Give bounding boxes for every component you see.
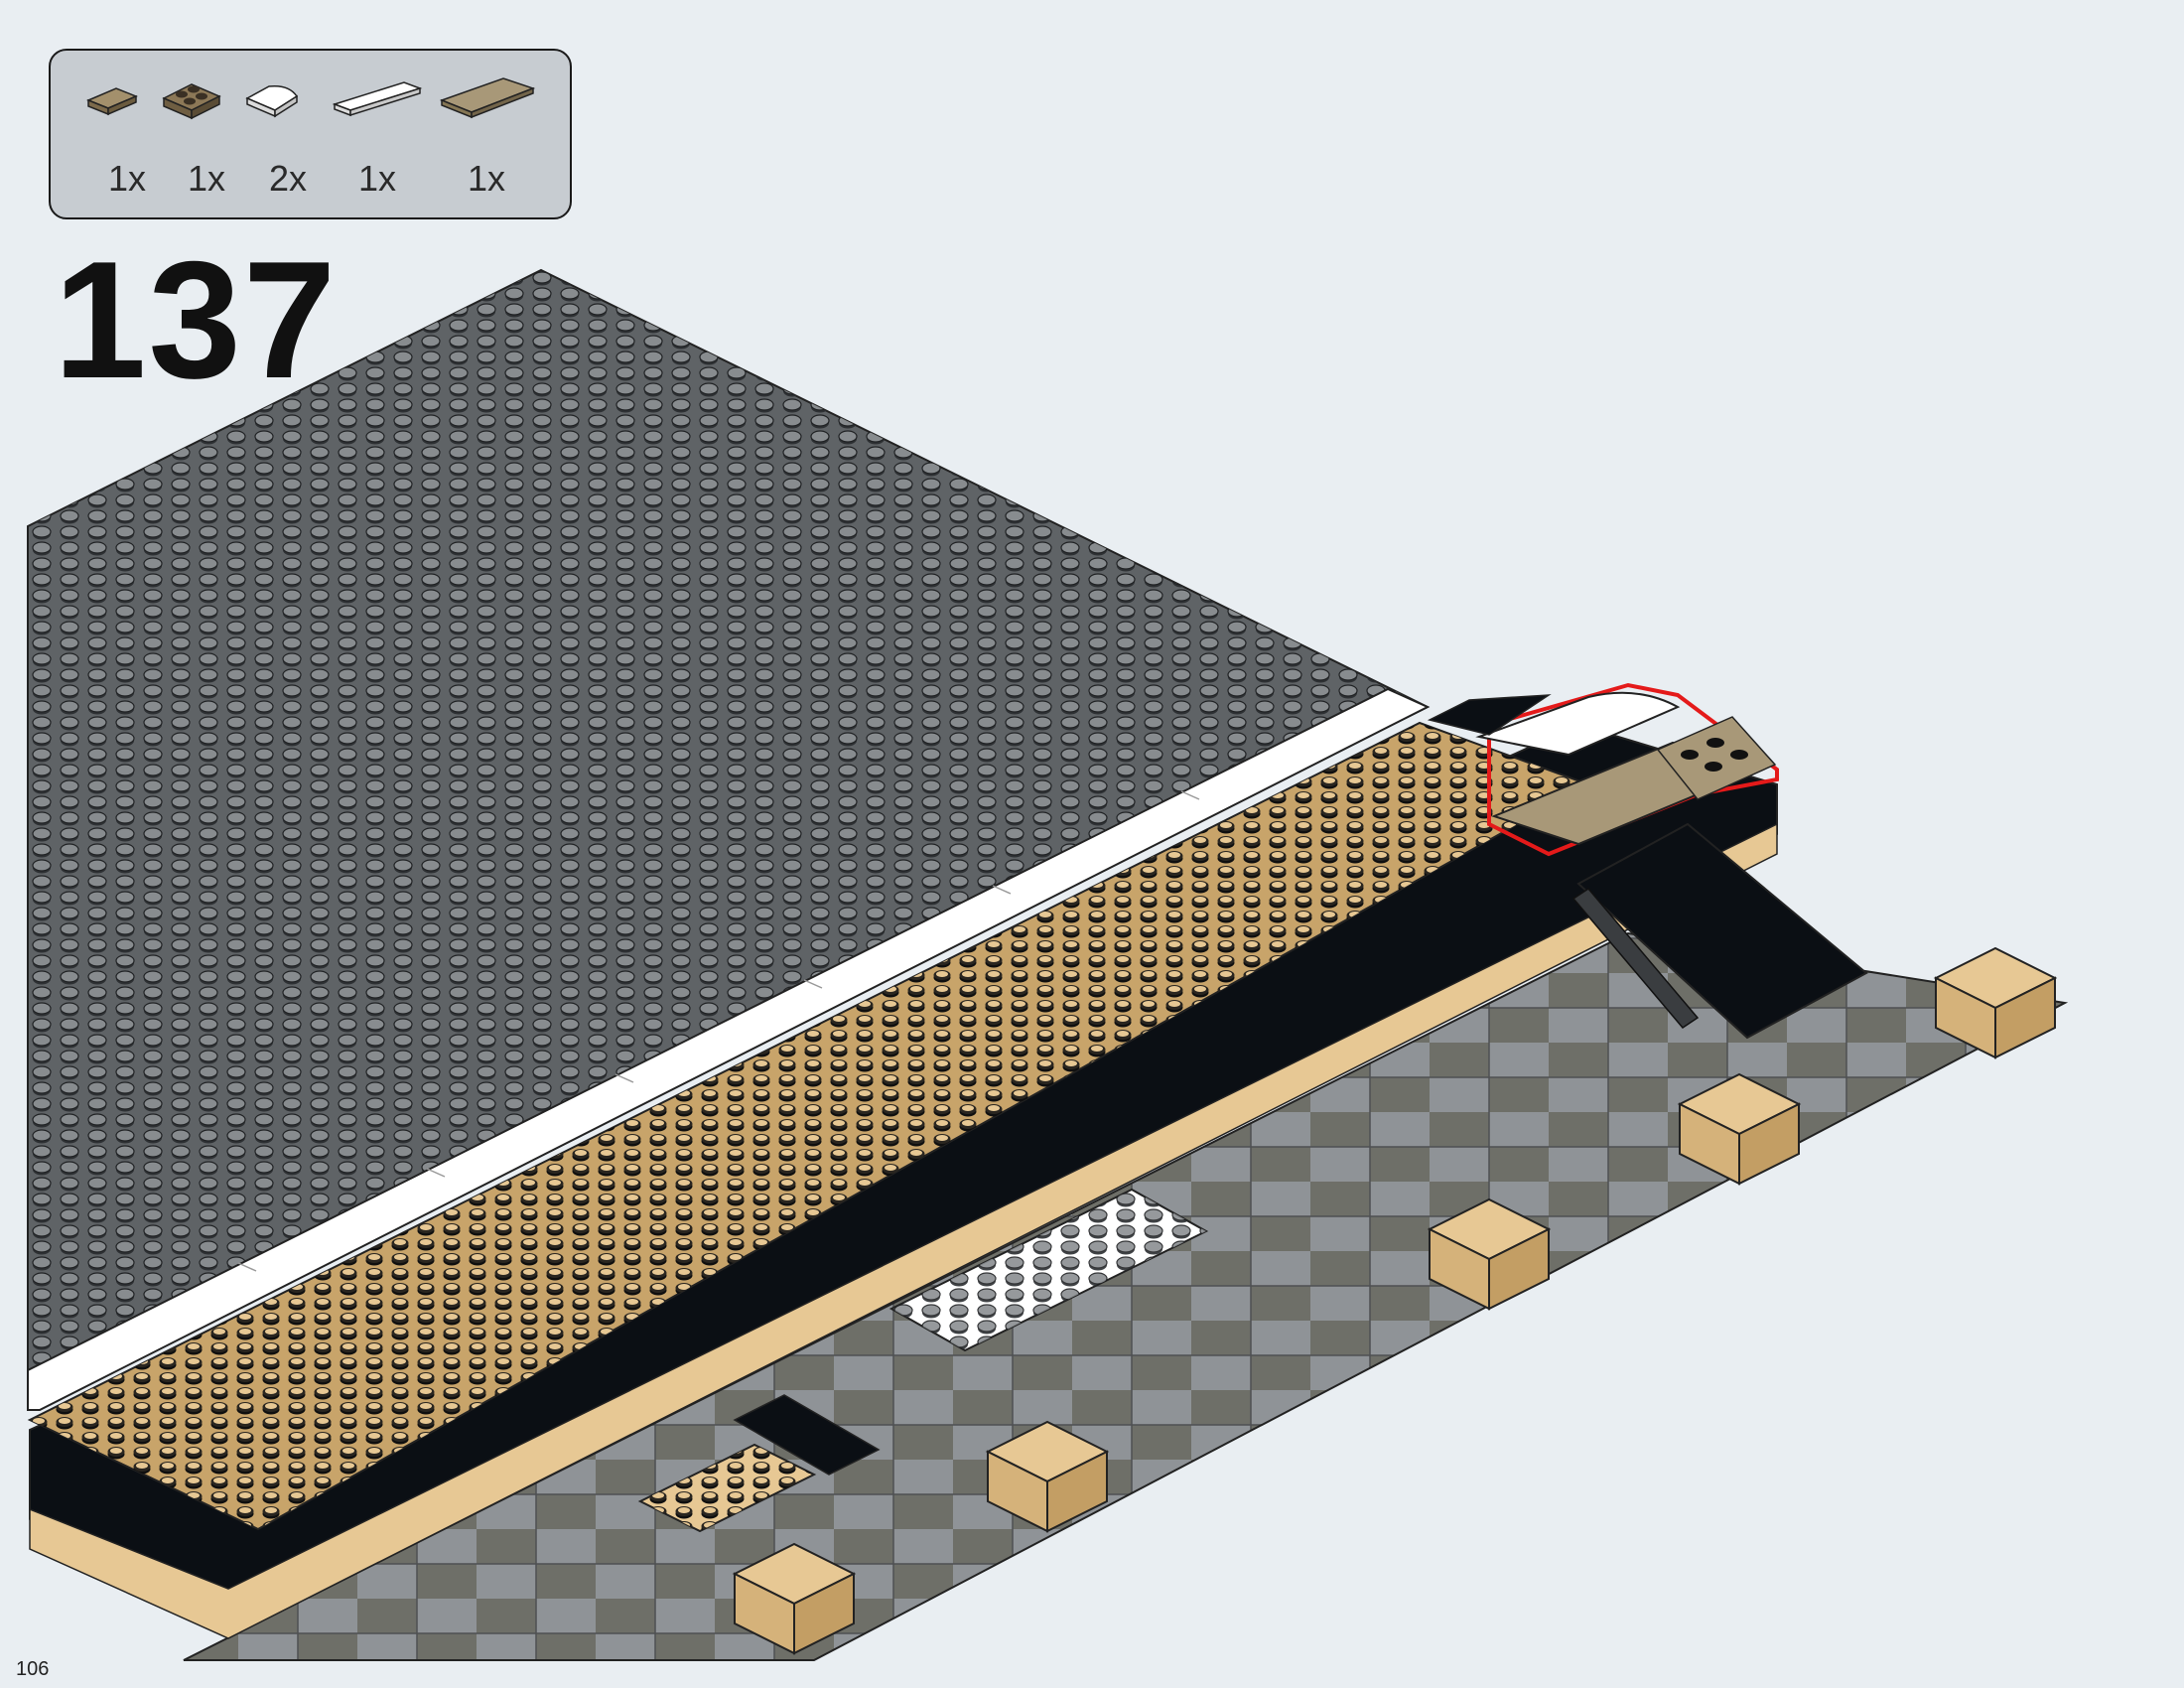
white-curved-slope-icon	[245, 84, 299, 118]
page-number: 106	[16, 1658, 50, 1680]
tan-brick-2x2	[1933, 946, 2058, 1059]
part-qty: 1x	[358, 158, 397, 199]
part-item: 1x	[158, 70, 267, 210]
part-qty: 1x	[188, 158, 226, 199]
tan-plate-2x2-icon	[162, 83, 221, 120]
parts-callout: 1x 1x 2x 1x	[49, 49, 572, 219]
tan-brick-2x2	[732, 1542, 857, 1655]
white-tile-1x4-icon	[332, 81, 423, 117]
tan-tile-1x2-icon	[86, 87, 138, 116]
new-parts-highlight	[1487, 682, 1779, 857]
part-qty: 1x	[108, 158, 147, 199]
tan-plate-floor-studs	[640, 1445, 814, 1531]
tan-platform-studs	[30, 723, 1588, 1529]
part-item: 1x	[329, 70, 438, 210]
tan-brick-2x2	[1427, 1197, 1552, 1311]
tan-plate-new	[1656, 716, 1777, 800]
black-ramp-rail	[1571, 888, 1700, 1029]
part-qty: 1x	[468, 158, 506, 199]
white-curved-slope-new	[1475, 691, 1681, 757]
white-tile-row	[27, 687, 1431, 1411]
black-ramp	[1576, 822, 1868, 1040]
dark-tan-tile-2x4-icon	[439, 77, 536, 119]
white-plate-studs	[891, 1190, 1206, 1350]
part-qty: 2x	[269, 158, 308, 199]
tan-brick-2x2	[985, 1420, 1110, 1533]
baseplate-studs	[28, 270, 1428, 1400]
floor-tiles	[183, 931, 2069, 1661]
part-item: 1x	[438, 70, 547, 210]
tan-brick-2x2	[1677, 1072, 1802, 1186]
platform-tan-trim	[29, 822, 1778, 1639]
part-item: 1x	[78, 70, 188, 210]
step-number: 137	[54, 226, 339, 413]
black-plate-floor	[733, 1394, 881, 1476]
black-block-back	[1427, 694, 1552, 736]
part-item: 2x	[239, 70, 348, 210]
